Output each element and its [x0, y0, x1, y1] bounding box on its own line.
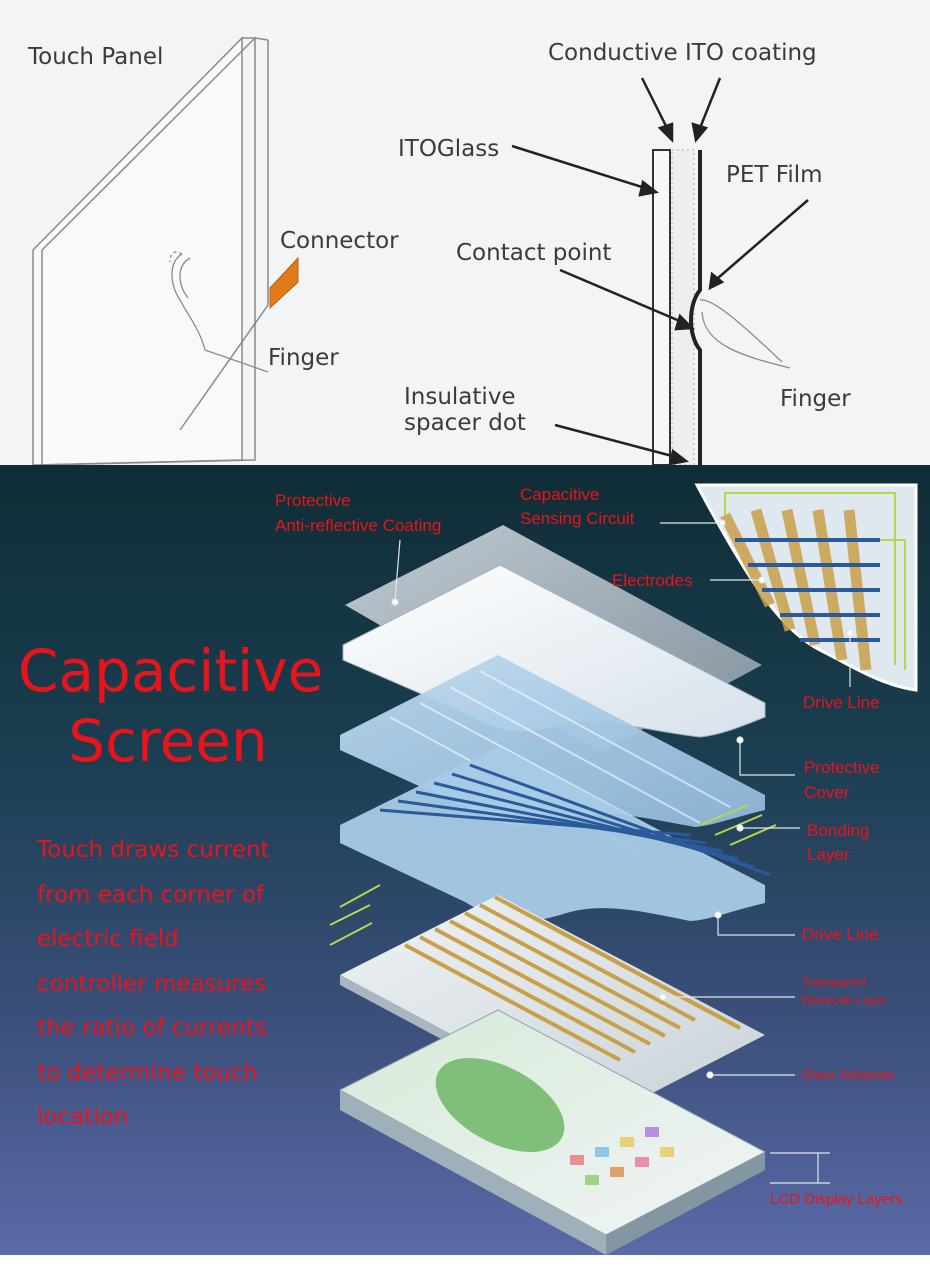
- drive-lines: [379, 763, 771, 877]
- lcd-green-disc: [435, 1058, 565, 1152]
- electrodes-label: Electrodes: [612, 571, 693, 590]
- protective-cover-label-2: Cover: [804, 783, 850, 802]
- description-line: the ratio of currents: [37, 1015, 267, 1041]
- finger-left-drawing: [169, 251, 269, 373]
- transparent-electrode-label-2: Electrode Layer: [802, 993, 887, 1007]
- drive-line-leads: [329, 804, 777, 946]
- title-line-1: Capacitive: [18, 637, 324, 705]
- touch-panel-sheet: [32, 36, 269, 465]
- capacitive-panel-diagram: Protective Anti-reflective Coating Capac…: [0, 465, 930, 1255]
- top-arrows: [511, 77, 809, 465]
- finger-left-label: Finger: [268, 345, 339, 371]
- glass-substrate-label: Glass Substrate: [802, 1067, 895, 1082]
- protective-coating-label-2: Anti-reflective Coating: [275, 516, 442, 535]
- ito-glass-label: ITOGlass: [398, 136, 500, 162]
- lcd-layers-label: LCD Display Layers: [770, 1191, 903, 1208]
- protective-coating-label-1: Protective: [275, 491, 351, 510]
- transparent-electrode-label-1: Transparent: [802, 975, 867, 989]
- drive-line-layer: [340, 747, 765, 921]
- description-line: Touch draws current: [37, 837, 270, 863]
- protective-cover-label-1: Protective: [804, 758, 880, 777]
- pet-film-label: PET Film: [726, 162, 823, 188]
- ito-coating-layer: [671, 149, 695, 465]
- description-line: to determine touch: [37, 1059, 259, 1086]
- gold-electrodes: [404, 895, 741, 1062]
- finger-right-label: Finger: [780, 386, 851, 412]
- lcd-app-icons: [570, 1127, 674, 1185]
- ito-glass-layer: [652, 149, 671, 465]
- lcd-edge-right: [606, 1152, 765, 1255]
- cross-section-drawing: [652, 149, 791, 465]
- title-line-2: Screen: [68, 707, 268, 775]
- sensing-circuit-label-1: Capacitive: [520, 485, 600, 504]
- capacitive-description: Touch draws current from each corner of …: [37, 828, 327, 1140]
- description-line: location: [37, 1104, 129, 1130]
- resistive-panel-diagram: Touch Panel Connector Finger Conductive …: [0, 0, 930, 465]
- drive-line-label: Drive Line: [802, 925, 879, 944]
- contact-point-label: Contact point: [456, 240, 612, 266]
- spacer-dot-label-2: spacer dot: [404, 410, 526, 436]
- drive-line-inset-label: Drive Line: [803, 693, 880, 712]
- capacitive-drawing: [329, 483, 918, 1255]
- conductive-ito-label: Conductive ITO coating: [548, 40, 817, 66]
- electrode-inset: [694, 483, 918, 692]
- resistive-drawing: [32, 36, 809, 465]
- description-line: from each corner of: [37, 881, 265, 908]
- leader-lines: [391, 519, 854, 1184]
- connector-tab: [269, 256, 299, 310]
- description-line: electric field: [37, 926, 179, 952]
- connector-label: Connector: [280, 228, 399, 254]
- lcd-edge: [340, 1090, 606, 1255]
- touch-panel-label: Touch Panel: [28, 44, 164, 70]
- sensing-circuit-label-2: Sensing Circuit: [520, 509, 635, 528]
- bonding-layer-label-2: Layer: [807, 845, 850, 864]
- description-line: controller measures: [37, 970, 267, 997]
- pet-film-layer: [689, 150, 702, 465]
- spacer-dot-label-1: Insulative: [404, 384, 516, 410]
- capacitive-screen-title: Capacitive Screen: [18, 636, 324, 776]
- bonding-layer-label-1: Bonding: [807, 821, 870, 840]
